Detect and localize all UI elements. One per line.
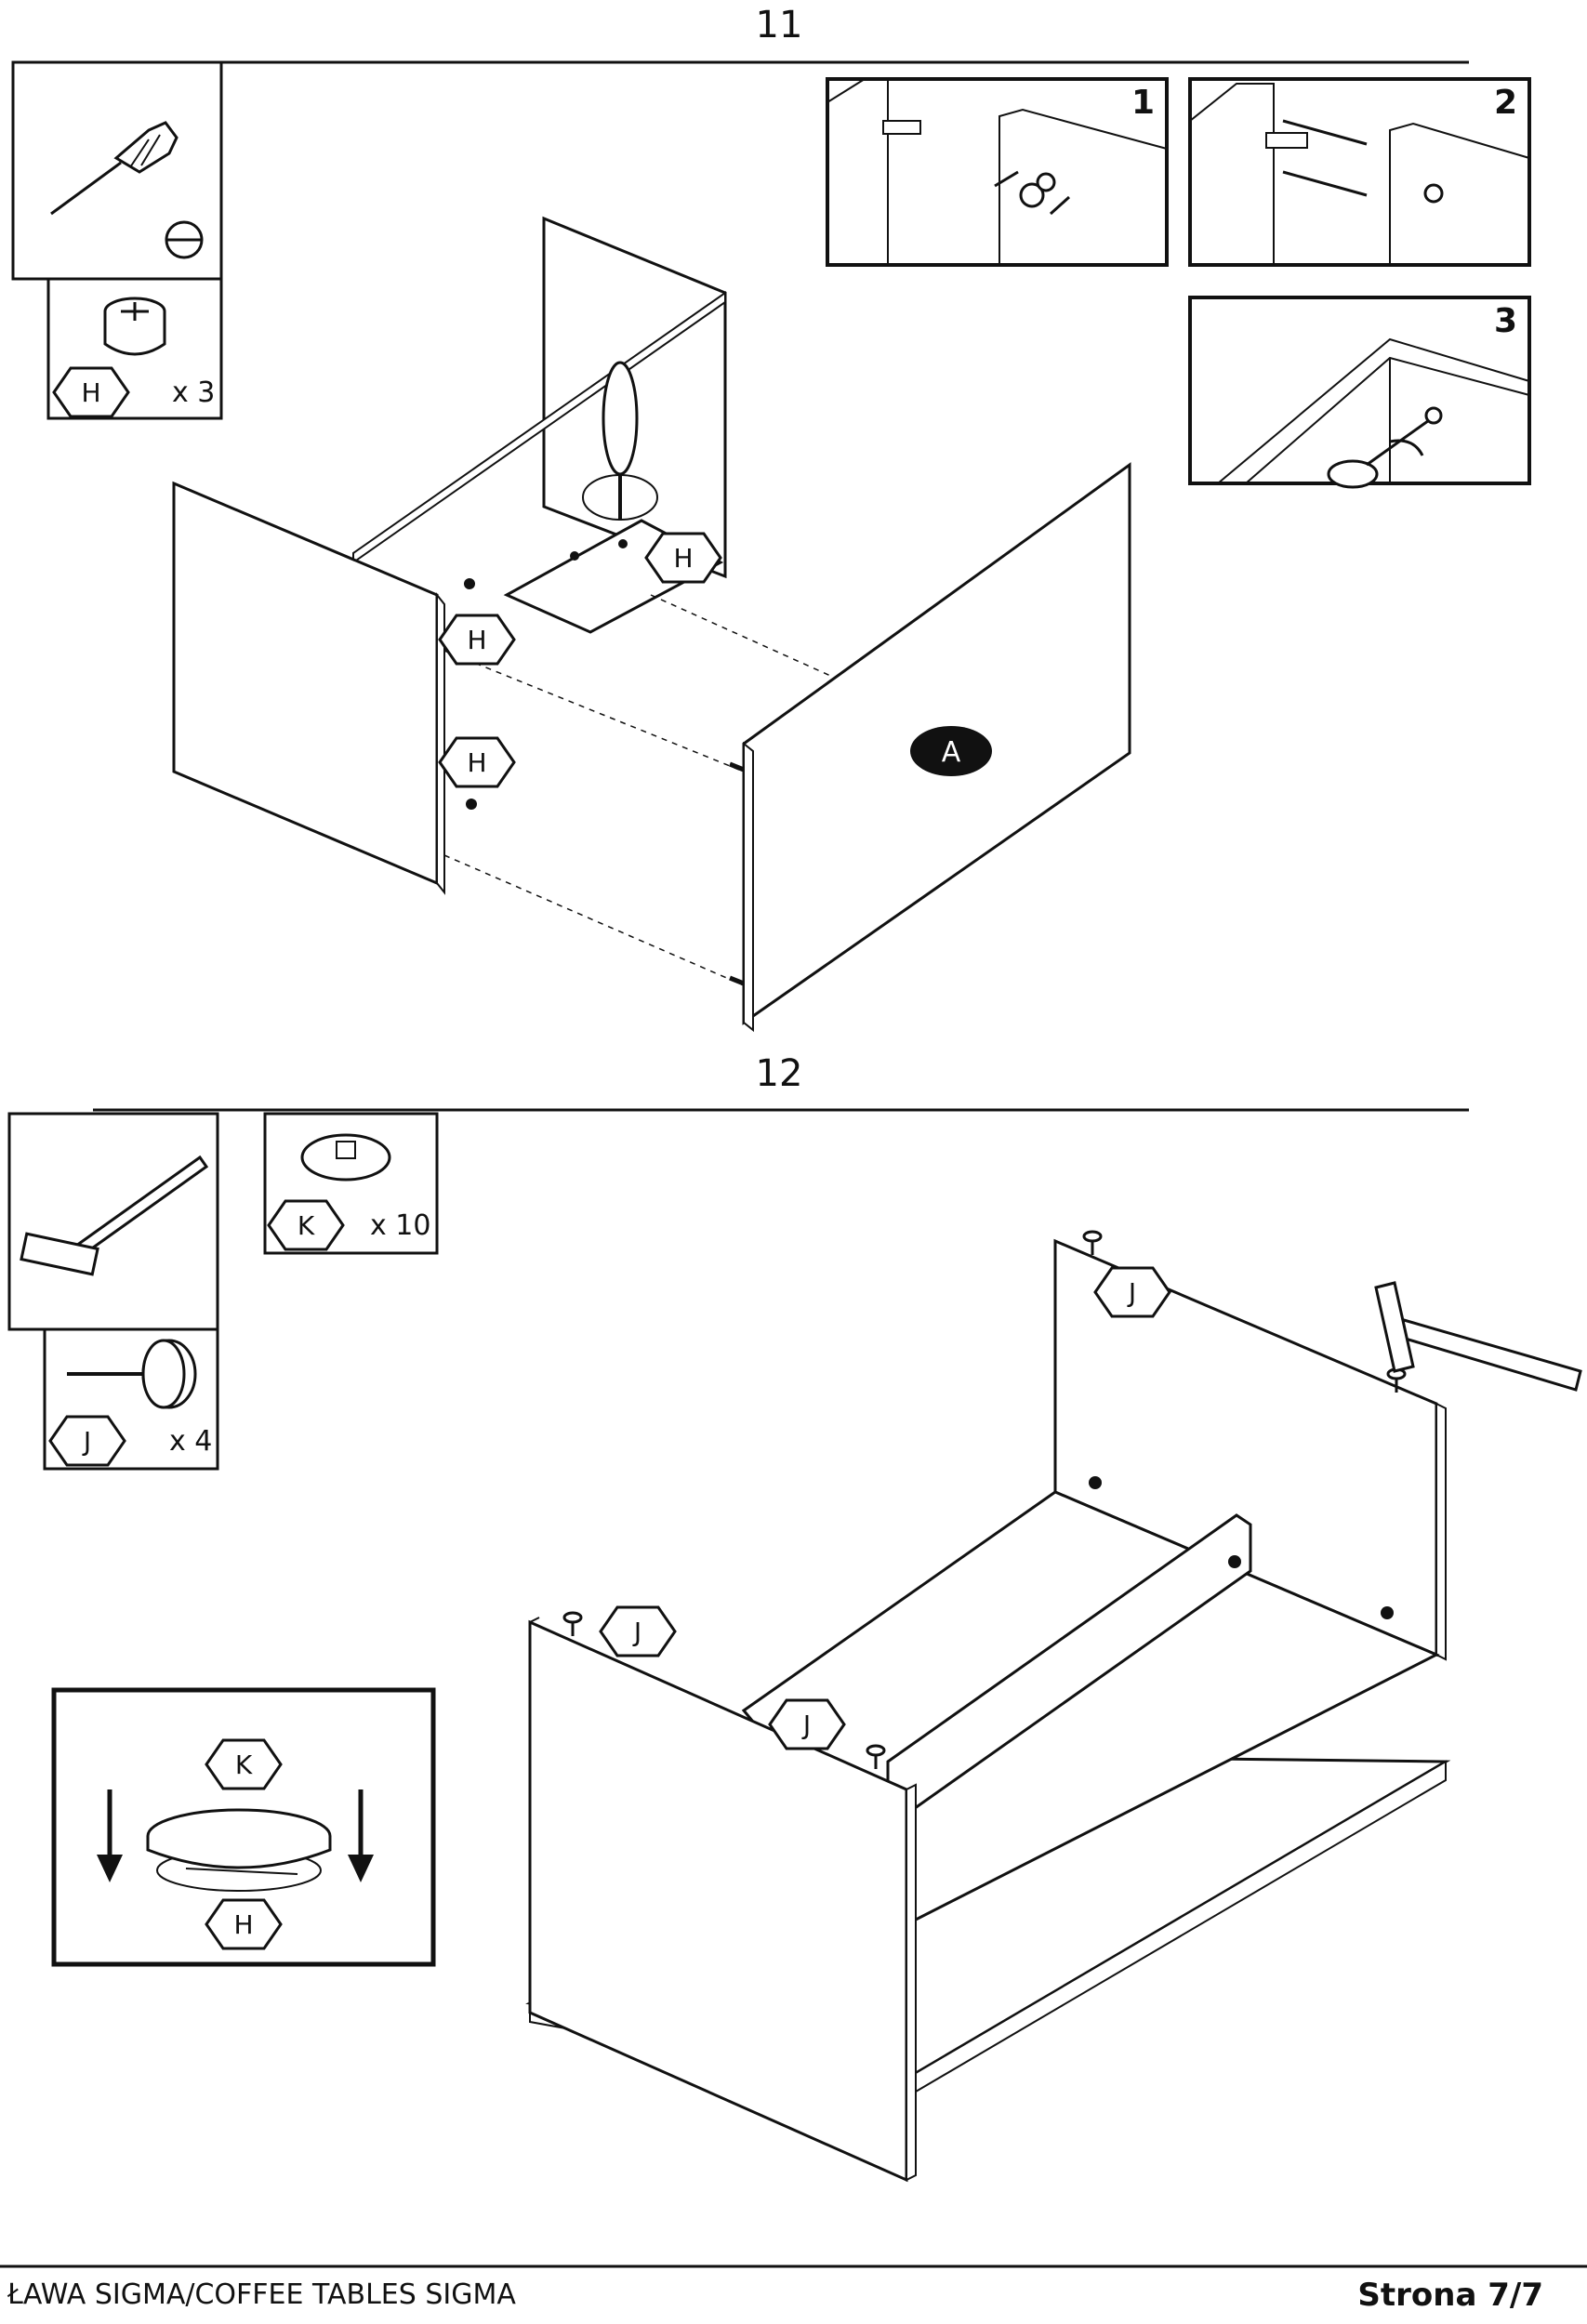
svg-text:H: H (673, 543, 693, 574)
footer-title: ŁAWA SIGMA/COFFEE TABLES SIGMA (7, 2278, 516, 2311)
nail-glide-icon (866, 1744, 886, 1769)
svg-text:H: H (467, 747, 486, 778)
hardware-j-box: J x 4 (43, 1327, 219, 1471)
hex-tag-h: H (438, 614, 516, 666)
svg-text:K: K (235, 1750, 253, 1780)
nail-glide-icon (1082, 1230, 1103, 1255)
hammer-icon (1374, 1281, 1582, 1392)
arrow-icon (1282, 170, 1368, 197)
step-11-number: 11 (756, 4, 803, 46)
panel-a-label: A (942, 736, 961, 769)
svg-text:J: J (632, 1617, 641, 1647)
page-number: Strona 7/7 (1357, 2277, 1543, 2314)
hardware-k-box: K x 10 (263, 1112, 439, 1255)
hex-tag-j: J (48, 1415, 126, 1467)
hardware-h-quantity: x 3 (172, 376, 215, 409)
hex-tag-k: K (267, 1199, 345, 1251)
step-12-number: 12 (756, 1052, 803, 1095)
hardware-h-box: H x 3 (46, 277, 223, 420)
step-11-drawing: A H H H (172, 216, 1131, 1033)
svg-text:J: J (801, 1710, 811, 1740)
dowel-icon (882, 120, 921, 135)
arrow-down-icon (348, 1789, 374, 1882)
hex-tag-h: H (52, 366, 130, 418)
hammer-icon (7, 1112, 219, 1331)
hex-tag-j: J (768, 1698, 846, 1750)
svg-text:H: H (467, 625, 486, 655)
glide-detail-inset: K H (51, 1687, 436, 1967)
arrow-down-icon (97, 1789, 123, 1882)
cam-lock-icon (1019, 182, 1045, 208)
hex-tag-h: H (205, 1898, 283, 1950)
arrow-icon (994, 170, 1019, 188)
flathead-screwdriver-icon (11, 60, 223, 281)
svg-text:K: K (298, 1210, 315, 1241)
arrow-icon (1282, 119, 1368, 146)
hex-tag-j: J (1093, 1266, 1171, 1318)
arrow-icon (1049, 195, 1071, 216)
svg-text:H: H (81, 377, 100, 408)
detail-callout-2: 2 (1188, 77, 1531, 267)
svg-text:H: H (233, 1909, 253, 1940)
callout-number: 1 (1131, 84, 1155, 122)
cam-lock-icon (1423, 183, 1444, 204)
hex-tag-h: H (644, 532, 722, 584)
hardware-k-quantity: x 10 (370, 1209, 430, 1242)
svg-text:J: J (1127, 1277, 1136, 1308)
detail-callout-3: 3 (1188, 296, 1531, 489)
hardware-j-quantity: x 4 (169, 1425, 212, 1458)
panel-a-badge (910, 726, 992, 776)
step-12-drawing: J J J (525, 1230, 1582, 2183)
callout-number: 2 (1494, 84, 1517, 122)
hex-tag-h: H (438, 736, 516, 788)
hex-tag-j: J (599, 1605, 677, 1657)
dowel-icon (1265, 132, 1308, 149)
svg-text:J: J (82, 1426, 91, 1457)
rotate-arrow-icon (1389, 439, 1424, 456)
hex-tag-k: K (205, 1738, 283, 1790)
cam-lock-icon (103, 297, 166, 356)
screwdriver-icon (1327, 459, 1379, 489)
callout-number: 3 (1494, 302, 1517, 340)
screwdriver-icon (582, 361, 658, 521)
nail-glide-icon (562, 1611, 583, 1636)
detail-callout-1: 1 (826, 77, 1169, 267)
